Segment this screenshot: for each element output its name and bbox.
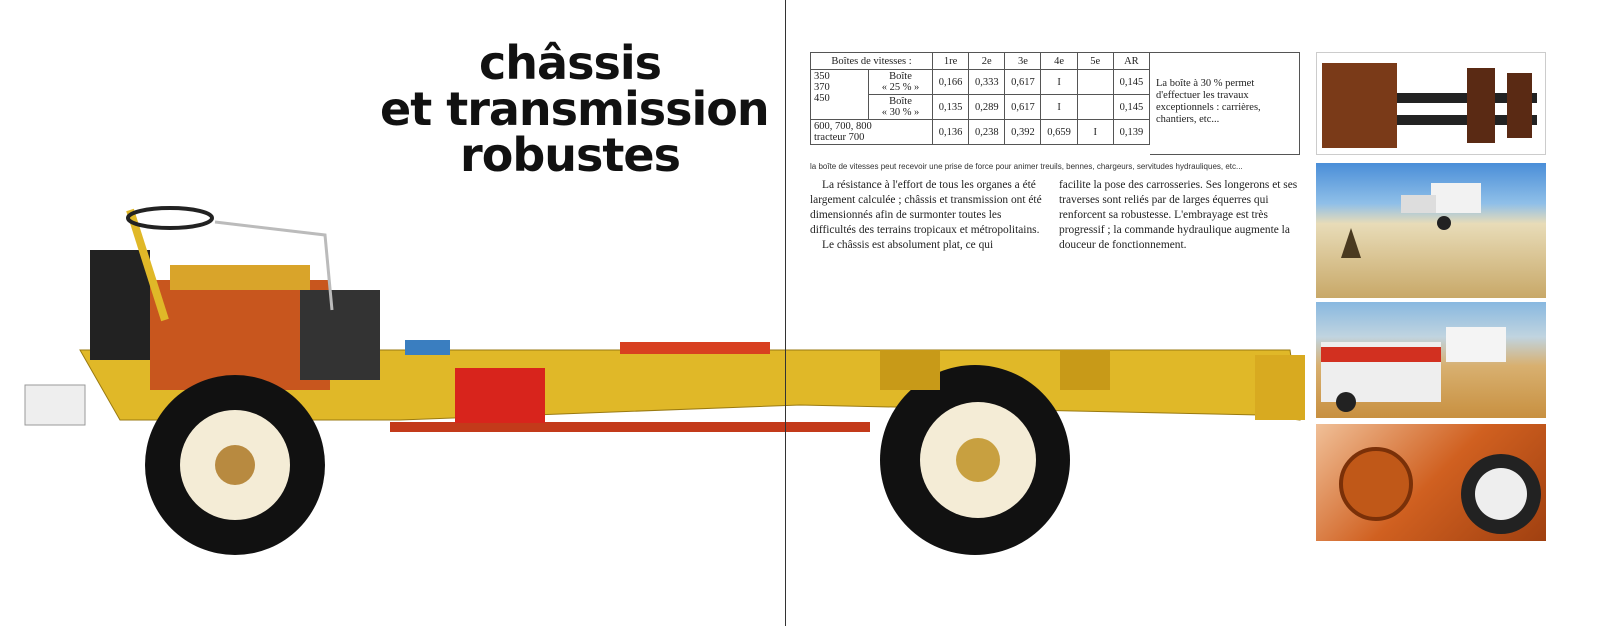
table-header: 3e bbox=[1004, 52, 1042, 70]
cell: 0,617 bbox=[1004, 69, 1042, 95]
body-column-1: La résistance à l'effort de tous les org… bbox=[810, 178, 1050, 253]
box-cell: Boîte« 25 % » bbox=[867, 69, 934, 95]
box-pct: « 25 % » bbox=[881, 82, 920, 93]
box-cell: Boîte« 30 % » bbox=[867, 94, 934, 120]
model: 600, 700, 800 bbox=[814, 121, 872, 132]
title-line: robustes bbox=[460, 128, 681, 182]
cell: 0,659 bbox=[1040, 119, 1078, 145]
cell: I bbox=[1076, 119, 1114, 145]
rear-wheel bbox=[880, 365, 1070, 555]
cell: 0,135 bbox=[932, 94, 970, 120]
cell: 0,145 bbox=[1112, 69, 1151, 95]
box-label: Boîte bbox=[889, 71, 912, 82]
gear-ratio-table: Boîtes de vitesses : 1re 2e 3e 4e 5e AR … bbox=[809, 52, 1151, 145]
table-header: AR bbox=[1112, 52, 1151, 70]
title-line: et transmission bbox=[380, 82, 770, 136]
body-column-2: facilite la pose des carrosseries. Ses l… bbox=[1059, 178, 1299, 253]
cell: 0,392 bbox=[1004, 119, 1042, 145]
cell: I bbox=[1040, 69, 1078, 95]
photo-rear-axle bbox=[1316, 424, 1546, 541]
table-row: Boîte« 30 % » 0,135 0,289 0,617 I 0,145 bbox=[811, 94, 1151, 120]
cell: 0,136 bbox=[932, 119, 970, 145]
table-header: 2e bbox=[968, 52, 1006, 70]
model: 370 bbox=[814, 82, 830, 93]
title-line: châssis bbox=[479, 36, 662, 90]
page-title: châssis et transmission robustes bbox=[380, 36, 770, 182]
table-header: Boîtes de vitesses : bbox=[809, 52, 934, 70]
side-note: La boîte à 30 % permet d'effectuer les t… bbox=[1150, 52, 1300, 155]
table-header: 1re bbox=[932, 52, 970, 70]
table-row: 350 370 450 Boîte« 25 % » 0,166 0,333 0,… bbox=[810, 69, 1151, 120]
cell: 0,617 bbox=[1004, 94, 1042, 120]
paragraph: Le châssis est absolument plat, ce qui bbox=[822, 239, 994, 251]
photo-truck-quarry bbox=[1316, 163, 1546, 298]
table-caption: la boîte de vitesses peut recevoir une p… bbox=[810, 162, 1243, 171]
models-cell: 350 370 450 bbox=[810, 69, 869, 120]
table-header: 5e bbox=[1076, 52, 1114, 70]
cell bbox=[1076, 94, 1114, 120]
cell: 0,139 bbox=[1112, 119, 1151, 145]
front-wheel bbox=[145, 375, 325, 555]
paragraph: facilite la pose des carrosseries. Ses l… bbox=[1059, 179, 1298, 251]
photo-chassis-top-view bbox=[1316, 52, 1546, 155]
page-fold bbox=[785, 0, 786, 626]
cell: 0,166 bbox=[932, 69, 970, 95]
cell: I bbox=[1040, 94, 1078, 120]
paragraph: La résistance à l'effort de tous les org… bbox=[810, 179, 1042, 236]
photo-trucks-site bbox=[1316, 302, 1546, 418]
box-label: Boîte bbox=[889, 96, 912, 107]
cell: 0,333 bbox=[968, 69, 1006, 95]
cell: 0,289 bbox=[968, 94, 1006, 120]
model: 350 bbox=[814, 71, 830, 82]
chassis-illustration bbox=[24, 206, 1305, 555]
table-header: 4e bbox=[1040, 52, 1078, 70]
cell bbox=[1076, 69, 1114, 95]
box-pct: « 30 % » bbox=[881, 107, 920, 118]
model: tracteur 700 bbox=[814, 132, 865, 143]
cell: 0,238 bbox=[968, 119, 1006, 145]
model: 450 bbox=[814, 93, 830, 104]
cell: 0,145 bbox=[1112, 94, 1151, 120]
